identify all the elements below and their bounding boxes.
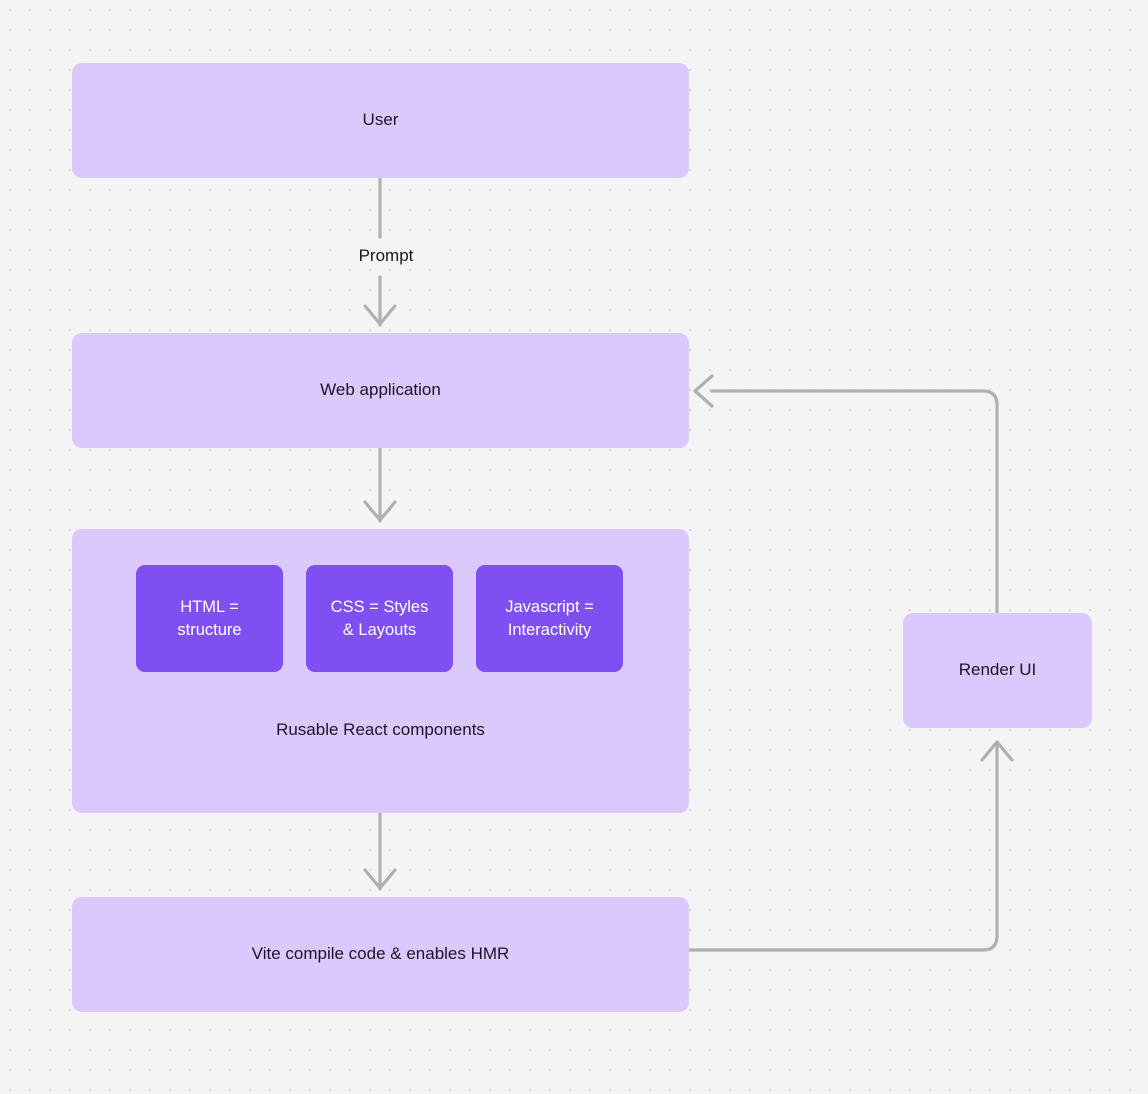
edge-web-application-to-components <box>363 446 397 523</box>
node-web-application[interactable]: Web application <box>72 333 689 448</box>
subnode-javascript-line2: Interactivity <box>507 620 592 639</box>
arrowhead-left-icon <box>693 374 714 408</box>
node-vite-label: Vite compile code & enables HMR <box>251 944 510 964</box>
edge-elbow-path <box>710 389 999 615</box>
arrowhead-down-icon <box>363 868 397 890</box>
node-user[interactable]: User <box>72 63 689 178</box>
subnode-javascript-line1: Javascript = <box>505 598 594 617</box>
edge-elbow-path <box>687 743 999 952</box>
subnode-html-line1: HTML = <box>180 598 239 617</box>
edge-components-to-vite <box>363 811 397 891</box>
node-render-ui[interactable]: Render UI <box>903 613 1092 728</box>
node-components-group[interactable]: HTML = structure CSS = Styles & Layouts … <box>72 529 689 813</box>
arrowhead-up-icon <box>980 740 1014 762</box>
arrowhead-down-icon <box>363 500 397 522</box>
subnode-html-line2: structure <box>177 620 242 639</box>
arrowhead-down-icon <box>363 304 397 326</box>
subnode-javascript[interactable]: Javascript = Interactivity <box>476 565 623 672</box>
edge-user-to-web-application <box>363 176 397 327</box>
subnode-css-line2: & Layouts <box>342 620 417 639</box>
node-components-group-label: Rusable React components <box>276 720 485 739</box>
node-vite[interactable]: Vite compile code & enables HMR <box>72 897 689 1012</box>
edge-render-ui-to-web-application <box>693 374 999 615</box>
subnode-css-line1: CSS = Styles <box>330 598 429 617</box>
edge-label-prompt: Prompt <box>340 246 432 266</box>
subnode-css[interactable]: CSS = Styles & Layouts <box>306 565 453 672</box>
edge-vite-to-render-ui <box>687 740 1014 952</box>
node-user-label: User <box>362 110 399 130</box>
node-web-application-label: Web application <box>320 380 441 400</box>
subnode-html[interactable]: HTML = structure <box>136 565 283 672</box>
node-render-ui-label: Render UI <box>958 660 1037 680</box>
